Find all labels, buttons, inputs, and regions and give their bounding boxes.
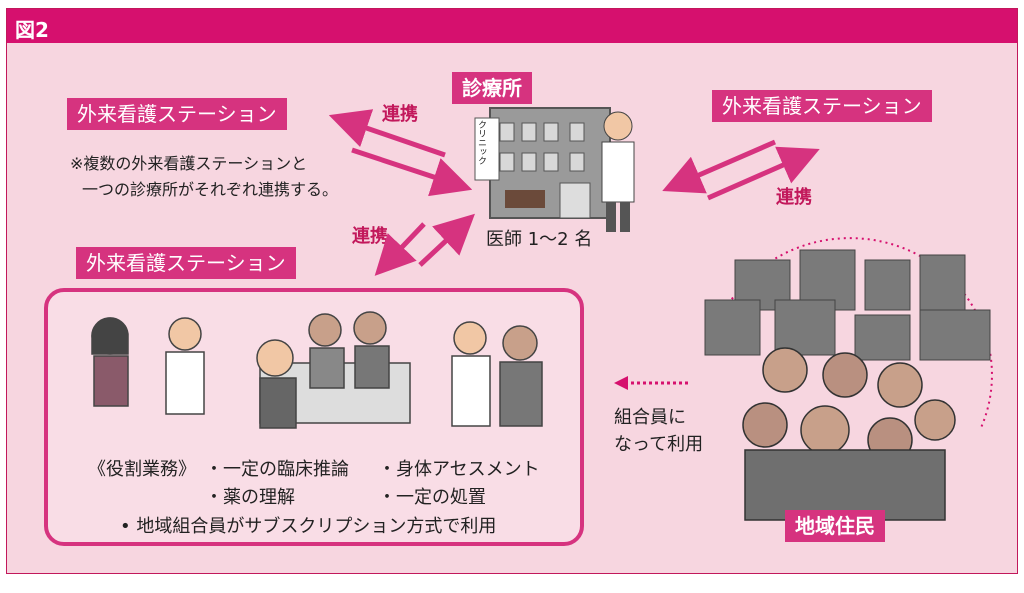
- residents-use-line-2: なって利用: [614, 434, 704, 455]
- role-item-procedure: ・一定の処置: [378, 487, 486, 508]
- role-heading: 《役割業務》: [88, 459, 196, 480]
- link-label-top: 連携: [382, 104, 418, 125]
- figure-title: 図2: [15, 18, 49, 42]
- station-label-bottom-left: 外来看護ステーション: [76, 247, 296, 279]
- note-line-2: 一つの診療所がそれぞれ連携する。: [82, 180, 339, 199]
- note-line-1: ※複数の外来看護ステーションと: [70, 154, 308, 173]
- station-label-top-right: 外来看護ステーション: [712, 90, 932, 122]
- clinic-label: 診療所: [452, 72, 532, 104]
- clinic-sign: クリニック: [476, 120, 486, 165]
- doctor-count: 医師 1〜2 名: [486, 229, 593, 250]
- role-item-medication: ・薬の理解: [205, 487, 295, 508]
- residents-label: 地域住民: [785, 510, 885, 542]
- figure-header: 図2: [7, 9, 1017, 43]
- staff-illustrations: [91, 311, 543, 429]
- residents-illustration: [704, 249, 991, 521]
- station-label-top-left: 外来看護ステーション: [67, 98, 287, 130]
- clinic-illustration: [474, 107, 635, 232]
- link-label-right: 連携: [776, 187, 812, 208]
- role-footer: • 地域組合員がサブスクリプション方式で利用: [120, 516, 497, 537]
- residents-use-line-1: 組合員に: [614, 407, 686, 428]
- role-item-assessment: ・身体アセスメント: [378, 459, 540, 480]
- role-item-clinical-reasoning: ・一定の臨床推論: [205, 459, 349, 480]
